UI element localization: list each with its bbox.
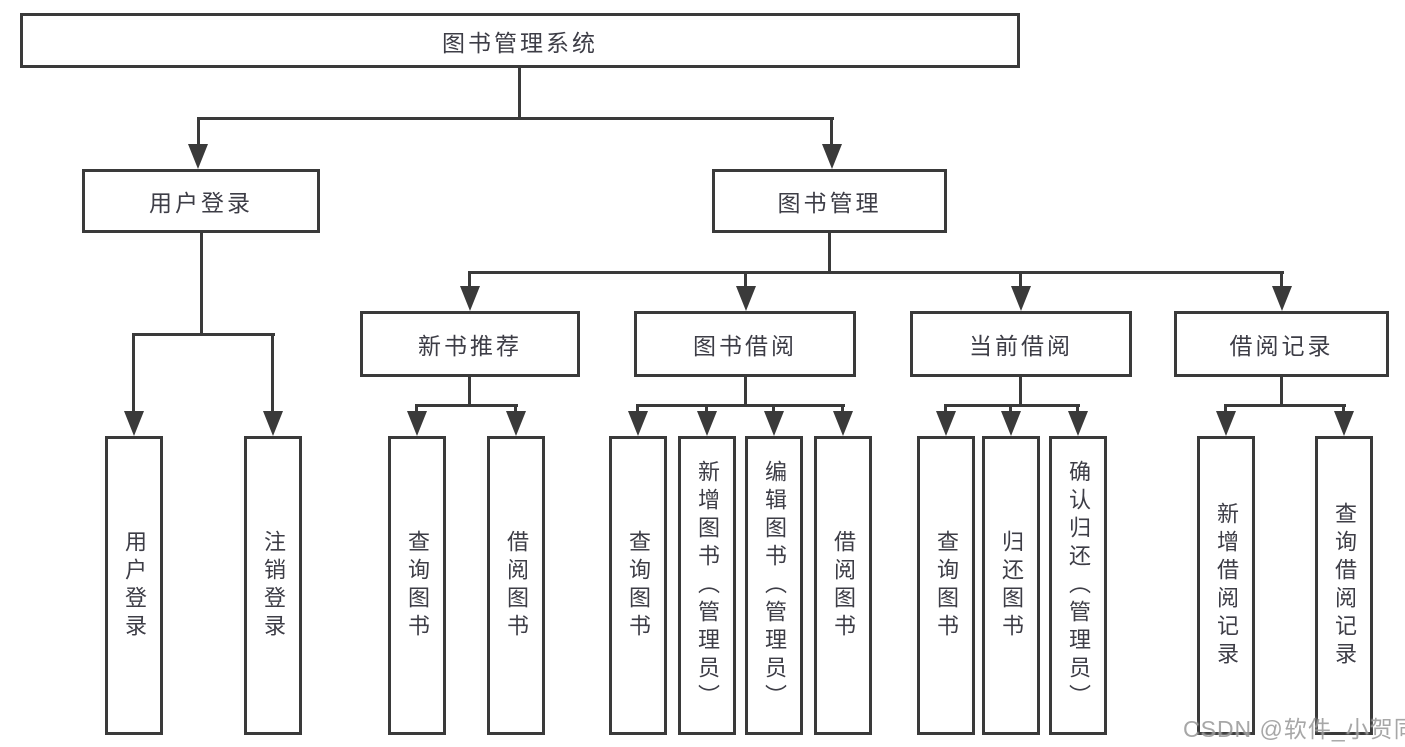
edge-records-rail	[1224, 404, 1346, 407]
node-borrow-records: 借阅记录	[1174, 311, 1389, 377]
leaf-label: 注销登录	[261, 529, 286, 642]
arrowhead-leaf	[1001, 411, 1021, 436]
edge-to-leaf	[514, 406, 517, 414]
edge-to-leaf	[841, 406, 844, 414]
edge-records-stem	[1280, 377, 1283, 406]
arrowhead-leaf	[506, 411, 526, 436]
edge-book-management-rail	[468, 271, 1284, 274]
edge-to-leaf	[636, 406, 639, 414]
leaf-borrow-book-recommend: 借阅图书	[487, 436, 545, 735]
csdn-watermark: CSDN @软件_小贺同学	[1183, 716, 1405, 742]
leaf-label: 用户登录	[122, 529, 147, 642]
leaf-label: 借阅图书	[831, 529, 856, 642]
leaf-label: 新增图书（管理员）	[695, 459, 720, 712]
edge-borrow-rail	[636, 404, 845, 407]
arrowhead-new-book-recommend	[460, 286, 480, 311]
edge-to-leaf	[1009, 406, 1012, 414]
leaf-label: 查询借阅记录	[1332, 501, 1357, 670]
leaf-add-book-admin: 新增图书（管理员）	[678, 436, 736, 735]
arrowhead-leaf	[1334, 411, 1354, 436]
node-label: 新书推荐	[418, 333, 522, 359]
leaf-add-borrow-record: 新增借阅记录	[1197, 436, 1255, 735]
arrowhead-book-management	[822, 144, 842, 169]
node-root: 图书管理系统	[20, 13, 1020, 68]
arrowhead-user-login	[188, 144, 208, 169]
arrowhead-leaf	[1216, 411, 1236, 436]
node-label: 图书管理	[777, 190, 882, 216]
leaf-label: 查询图书	[626, 529, 651, 642]
edge-recommend-stem	[468, 377, 471, 406]
edge-borrow-stem	[744, 377, 747, 406]
edge-user-login-stem	[200, 233, 203, 335]
edge-to-leaf	[415, 406, 418, 414]
edge-to-borrow-records	[1280, 273, 1283, 288]
edge-to-current-borrow	[1019, 273, 1022, 288]
arrowhead-leaf	[697, 411, 717, 436]
leaf-edit-book-admin: 编辑图书（管理员）	[745, 436, 803, 735]
node-label: 图书借阅	[693, 333, 797, 359]
node-current-borrow: 当前借阅	[910, 311, 1132, 377]
leaf-search-book-current: 查询图书	[917, 436, 975, 735]
node-root-label: 图书管理系统	[442, 29, 598, 56]
arrowhead-leaf	[407, 411, 427, 436]
edge-to-leaf	[1224, 406, 1227, 414]
edge-user-login-rail	[132, 333, 275, 336]
node-label: 用户登录	[149, 190, 253, 216]
arrowhead-current-borrow	[1011, 286, 1031, 311]
leaf-label: 借阅图书	[504, 529, 529, 642]
node-label: 当前借阅	[969, 333, 1073, 359]
leaf-borrow-book: 借阅图书	[814, 436, 872, 735]
leaf-label: 归还图书	[999, 529, 1024, 642]
edge-recommend-rail	[415, 404, 518, 407]
arrowhead-leaf	[833, 411, 853, 436]
edge-to-leaf-login	[132, 335, 135, 413]
arrowhead-leaf-login	[124, 411, 144, 436]
edge-to-leaf	[944, 406, 947, 414]
edge-root-rail	[197, 117, 834, 120]
edge-to-leaf	[772, 406, 775, 414]
arrowhead-leaf	[936, 411, 956, 436]
arrowhead-leaf-logout	[263, 411, 283, 436]
leaf-label: 新增借阅记录	[1214, 501, 1239, 670]
arrowhead-leaf	[628, 411, 648, 436]
leaf-label: 查询图书	[405, 529, 430, 642]
edge-to-leaf-logout	[271, 335, 274, 413]
edge-book-management-stem	[828, 233, 831, 273]
edge-to-user-login	[197, 119, 200, 147]
edge-to-leaf	[705, 406, 708, 414]
edge-current-rail	[944, 404, 1080, 407]
node-book-management: 图书管理	[712, 169, 947, 233]
arrowhead-borrow-records	[1272, 286, 1292, 311]
edge-to-leaf	[1342, 406, 1345, 414]
leaf-label: 确认归还（管理员）	[1066, 459, 1091, 712]
leaf-label: 查询图书	[934, 529, 959, 642]
leaf-confirm-return-admin: 确认归还（管理员）	[1049, 436, 1107, 735]
edge-to-book-management	[830, 119, 833, 147]
arrowhead-leaf	[764, 411, 784, 436]
edge-to-new-book-recommend	[468, 273, 471, 288]
leaf-search-book-borrow: 查询图书	[609, 436, 667, 735]
edge-current-stem	[1019, 377, 1022, 406]
node-user-login: 用户登录	[82, 169, 320, 233]
node-new-book-recommend: 新书推荐	[360, 311, 580, 377]
arrowhead-book-borrow	[736, 286, 756, 311]
leaf-label: 编辑图书（管理员）	[762, 459, 787, 712]
leaf-search-borrow-record: 查询借阅记录	[1315, 436, 1373, 735]
leaf-user-login: 用户登录	[105, 436, 163, 735]
node-label: 借阅记录	[1229, 333, 1334, 359]
edge-to-leaf	[1076, 406, 1079, 414]
leaf-logout: 注销登录	[244, 436, 302, 735]
arrowhead-leaf	[1068, 411, 1088, 436]
leaf-search-book-recommend: 查询图书	[388, 436, 446, 735]
edge-to-book-borrow	[744, 273, 747, 288]
edge-root-stem	[518, 68, 521, 119]
node-book-borrow: 图书借阅	[634, 311, 856, 377]
leaf-return-book: 归还图书	[982, 436, 1040, 735]
